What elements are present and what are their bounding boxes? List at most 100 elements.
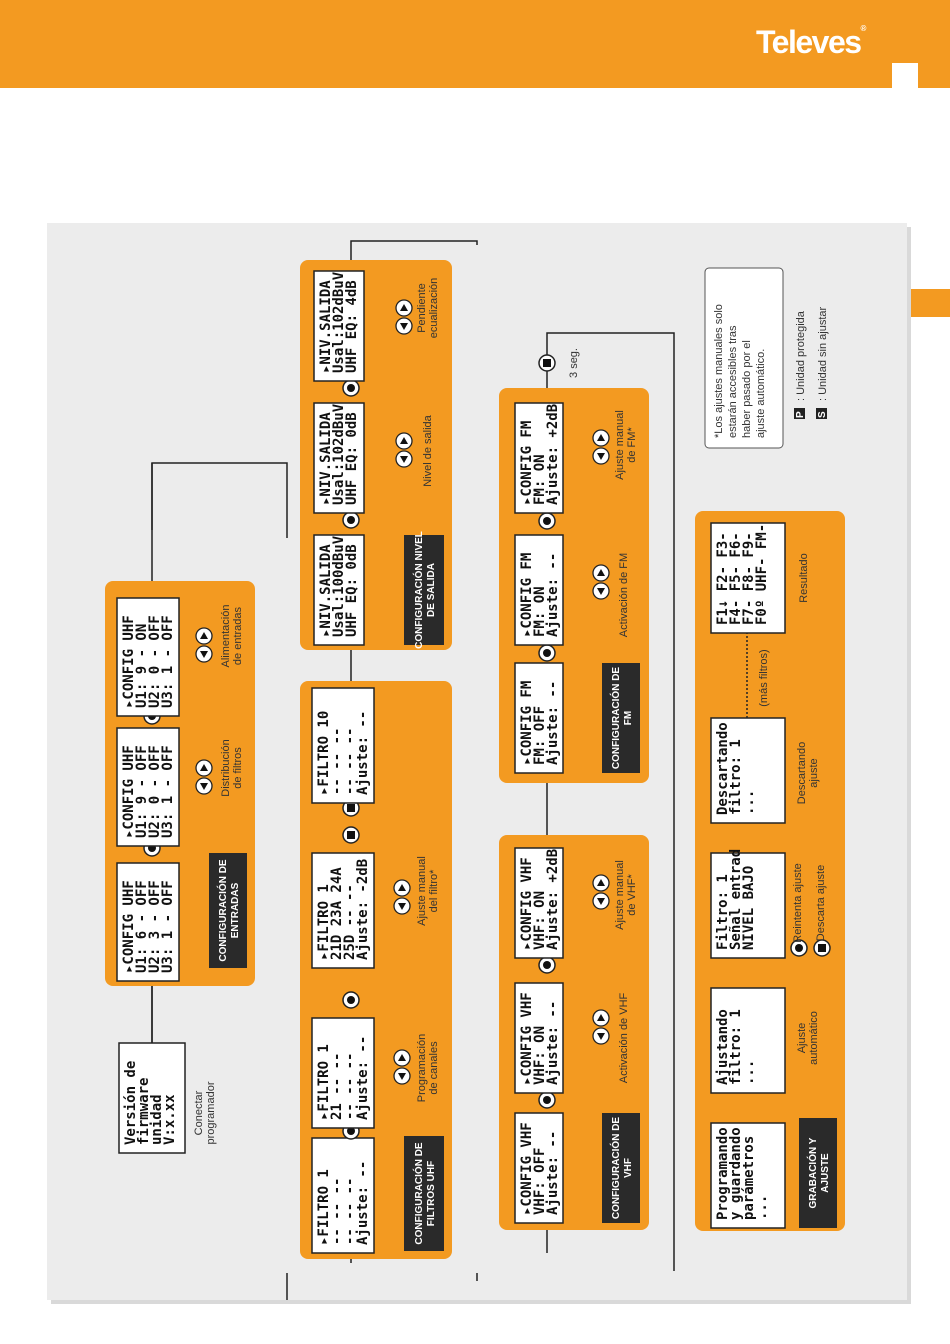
filtro-screen-4-line: -- -- --: [342, 728, 358, 795]
caption-grab-descartando: ajuste: [808, 758, 820, 787]
arrows-nivel-1-down-glyph: [400, 456, 408, 463]
badge-fm-text: CONFIGURACIÓN DE: [609, 667, 622, 770]
ok-button-fm-2-dot: [543, 517, 551, 525]
grab-screen-5-line: F4- F5- F6-: [728, 532, 744, 625]
connector-caption: Conectar: [193, 1090, 205, 1135]
arrows-filtro-2-up-glyph: [398, 884, 406, 891]
filtro-screen-2-line: Ajuste: --: [355, 1036, 371, 1120]
ok-button-nivel-1-dot: [347, 516, 355, 524]
filtro-screen-2-line: ▸FILTRO 1: [316, 1044, 332, 1120]
entradas-screen-2: [116, 727, 180, 847]
footnote-text: haber pasado por el: [741, 340, 753, 438]
caption-vhf-2: de VHF*: [626, 873, 638, 915]
vhf-screen-1-line: ▸CONFIG VHF: [519, 1122, 535, 1215]
filtro-screen-3-line: Ajuste: -2dB: [355, 859, 371, 960]
grab-screen-4: [710, 717, 786, 824]
entradas-screen-2-line: U1: 9 - OFF: [134, 745, 150, 838]
fm-screen-3-line: Ajuste: +2dB: [545, 404, 561, 505]
ok-button-vhf-1-dot: [543, 1096, 551, 1104]
header-notch: [892, 63, 918, 88]
filtro-screen-1: [311, 1137, 375, 1254]
ok-button-grab-dot: [795, 944, 803, 952]
caption-grab-reintenta: Reintenta ajuste: [792, 863, 804, 943]
caption-nivel-1: Nivel de salida: [422, 414, 434, 486]
caption-entradas-1: Distribución: [220, 739, 232, 796]
fm-screen-2-line: Ajuste: --: [545, 553, 561, 637]
caption-fm-2: Ajuste manual: [614, 410, 626, 480]
badge-entradas-text: ENTRADAS: [230, 882, 241, 938]
grab-screen-2-line: ...: [741, 1060, 757, 1085]
nivel-screen-2-line: UHF EQ: 0dB: [344, 412, 360, 505]
entradas-screen-1-line: U1: 6 - OFF: [134, 880, 150, 973]
arrows-entradas-2-up-glyph: [200, 632, 208, 639]
entradas-screen-1-line: U3: 1 - OFF: [160, 880, 176, 973]
nivel-screen-1-line: UHF EQ: 0dB: [344, 544, 360, 637]
header-bar: [0, 0, 950, 88]
entradas-screen-1-line: ▸CONFIG UHF: [121, 880, 137, 973]
entradas-screen-3-line: ▸CONFIG UHF: [121, 615, 137, 708]
vhf-screen-2: [514, 982, 564, 1094]
caption-grab-mas: (más filtros): [758, 649, 770, 706]
vhf-screen-3-line: VHF: ON: [532, 891, 548, 950]
fm-screen-2: [514, 534, 564, 646]
vhf-screen-1-line: VHF: OFF: [532, 1148, 548, 1215]
ok-button-fm-1-dot: [543, 649, 551, 657]
sq-button-filtro-4-sq: [347, 804, 355, 812]
arrows-filtro-1-up-glyph: [398, 1054, 406, 1061]
ok-button-filtro-2-dot: [347, 996, 355, 1004]
arrows-entradas-1-up-glyph: [200, 764, 208, 771]
caption-vhf-1: Activación de VHF: [618, 992, 630, 1083]
ok-button-vhf-2-dot: [543, 961, 551, 969]
sq-button-fm-3-sq: [543, 359, 551, 367]
filtro-screen-2: [311, 1017, 375, 1129]
nivel-screen-3-line: UHF EQ: 4dB: [344, 280, 360, 373]
vhf-screen-3: [514, 847, 564, 959]
badge-filtros-uhf: [404, 1136, 444, 1251]
filtro-screen-1-line: Ajuste: --: [355, 1161, 371, 1245]
footnote-text: estarán accesibles tras: [727, 325, 739, 438]
grab-screen-3-line: Señal entrad: [728, 849, 744, 950]
fm-screen-3: [514, 402, 564, 514]
caption-grab-resultado: Resultado: [798, 553, 810, 603]
filtro-screen-3: [311, 852, 375, 969]
caption-nivel-2: ecualización: [428, 278, 440, 339]
nivel-screen-1: [313, 534, 365, 646]
sq-button-grab-sq: [818, 944, 826, 952]
arrows-vhf-1-down-glyph: [597, 1033, 605, 1040]
badge-grabacion-text: AJUSTE: [820, 1153, 831, 1193]
legend-text-0: : Unidad protegida: [795, 310, 807, 401]
grab-screen-1-line: y guardando: [728, 1127, 744, 1220]
badge-nivel-salida-text: CONFIGURACIÓN NIVEL: [412, 531, 425, 649]
fm-screen-2-line: ▸CONFIG FM: [519, 553, 535, 637]
nivel-screen-3: [313, 270, 365, 382]
badge-nivel-salida-text: DE SALIDA: [426, 563, 437, 617]
filtro-screen-3-line: 25D -- --: [342, 884, 358, 960]
entradas-screen-3-line: U2: 0 - OFF: [147, 615, 163, 708]
badge-grabacion: [799, 1118, 837, 1228]
arrows-vhf-2-up-glyph: [597, 879, 605, 886]
vhf-screen-2-line: VHF: ON: [532, 1026, 548, 1085]
filtro-screen-2-line: 21 -- --: [329, 1053, 345, 1120]
nivel-screen-2-line: Usal:102dBuV: [331, 403, 347, 505]
entradas-screen-3-line: U3: 1 - OFF: [160, 615, 176, 708]
arrows-vhf-1-up-glyph: [597, 1014, 605, 1021]
grab-screen-1-line: parámetros: [741, 1136, 757, 1220]
entradas-screen-2-line: U2: 0 - OFF: [147, 745, 163, 838]
badge-grabacion-text: GRABACIÓN Y: [806, 1137, 819, 1208]
grab-screen-4-line: filtro: 1: [728, 739, 744, 815]
filtro-screen-1-line: -- -- --: [342, 1178, 358, 1245]
firmware-screen-line: Versión de: [123, 1061, 139, 1145]
filtro-screen-1-line: ▸FILTRO 1: [316, 1169, 332, 1245]
caption-entradas-2: Alimentación: [220, 605, 232, 668]
caption-entradas-1: de filtros: [232, 747, 244, 789]
caption-vhf-2: Ajuste manual: [614, 860, 626, 930]
grab-screen-2-line: filtro: 1: [728, 1009, 744, 1085]
footnote-text: *Los ajustes manuales solo: [713, 304, 725, 438]
fm-screen-2-line: FM: ON: [532, 586, 548, 637]
arrows-filtro-2-down-glyph: [398, 903, 406, 910]
nivel-screen-1-line: Usal:100dBuV: [331, 535, 347, 637]
grab-screen-4-line: Descartando: [715, 722, 731, 815]
arrows-fm-2-up-glyph: [597, 434, 605, 441]
vhf-screen-1-line: Ajuste: --: [545, 1131, 561, 1215]
footnote-text: ajuste automático.: [755, 349, 767, 438]
